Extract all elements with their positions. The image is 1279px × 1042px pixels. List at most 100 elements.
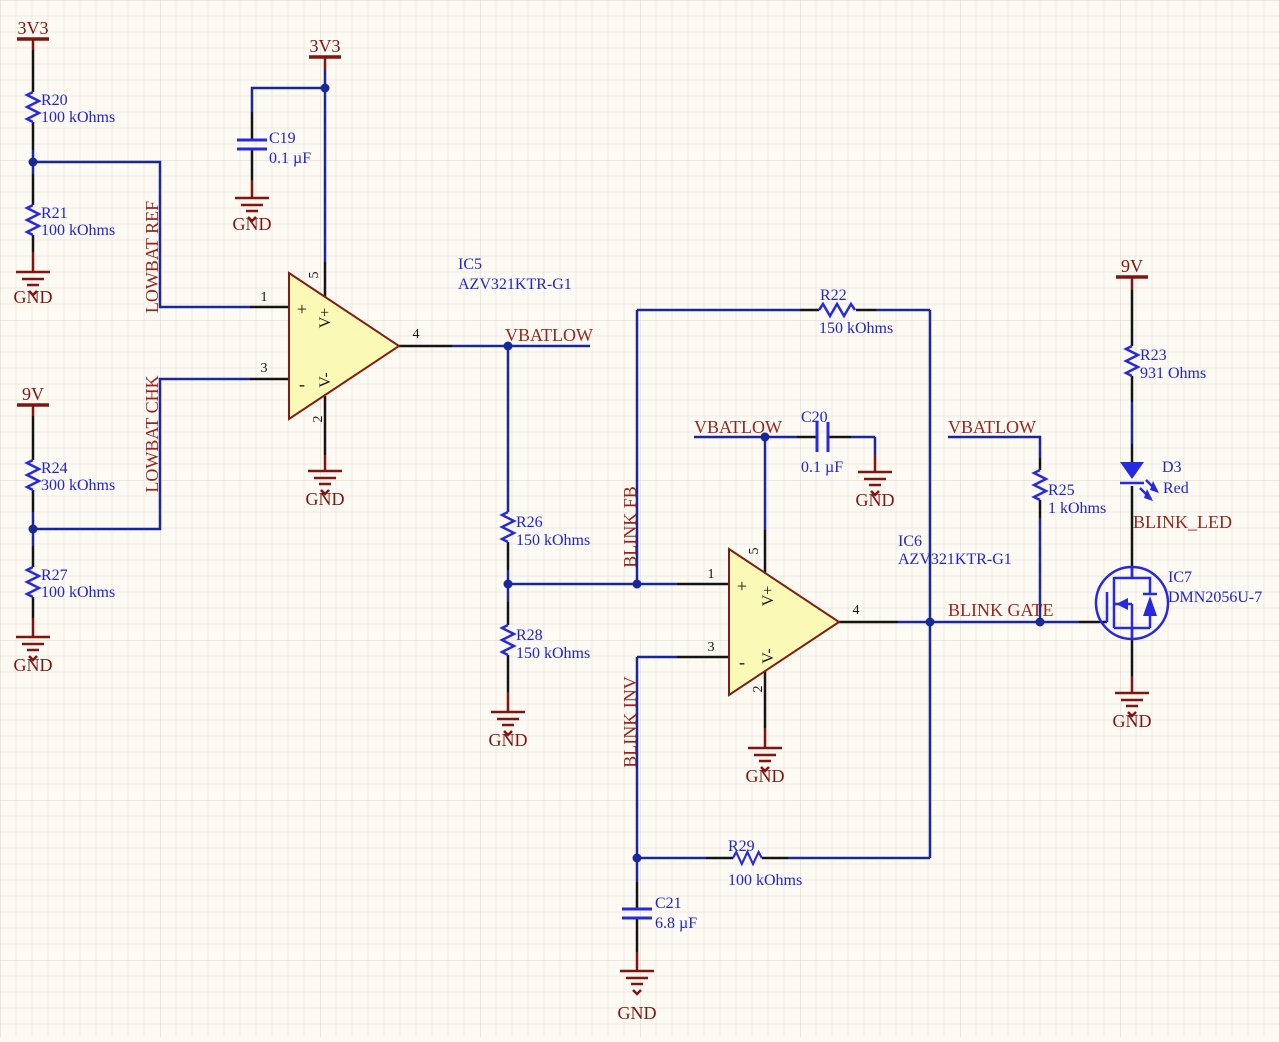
opamp-IC6[interactable]: 1 3 4 5 2 + - V+ V- IC6 AZV321KTR-G1 — [708, 533, 1012, 696]
gnd-label[interactable]: GND — [233, 214, 272, 234]
designator[interactable]: R24 — [41, 460, 68, 477]
resistor-R25[interactable]: R25 1 kOhms — [1032, 468, 1106, 517]
value[interactable]: 150 kOhms — [819, 320, 893, 337]
gnd-port-c19[interactable]: GND — [233, 180, 272, 234]
gnd-label[interactable]: GND — [746, 766, 785, 786]
net-label-blink-inv[interactable]: BLINK INV — [620, 676, 640, 768]
designator[interactable]: R26 — [516, 514, 543, 531]
noninverting-input-symbol: + — [297, 299, 307, 319]
designator[interactable]: R22 — [820, 287, 847, 304]
resistor-R24[interactable]: R24 300 kOhms — [25, 458, 115, 494]
designator[interactable]: R29 — [728, 838, 755, 855]
part-number[interactable]: AZV321KTR-G1 — [458, 276, 572, 293]
net-label-blink-fb[interactable]: BLINK FB — [620, 486, 640, 568]
value[interactable]: 100 kOhms — [41, 222, 115, 239]
value[interactable]: 100 kOhms — [41, 109, 115, 126]
gnd-port-ic5[interactable]: GND — [306, 455, 345, 509]
value[interactable]: 150 kOhms — [516, 645, 590, 662]
wire-lowbat-ref[interactable] — [33, 160, 250, 309]
value[interactable]: 100 kOhms — [41, 584, 115, 601]
gnd-port-r27[interactable]: GND — [14, 618, 53, 675]
value[interactable]: 150 kOhms — [516, 532, 590, 549]
net-label-blink-led[interactable]: BLINK_LED — [1133, 512, 1232, 532]
gnd-label[interactable]: GND — [618, 1003, 657, 1023]
resistor-R20[interactable]: R20 100 kOhms — [25, 90, 115, 126]
gnd-label[interactable]: GND — [14, 287, 53, 307]
pin-stubs — [31, 50, 1134, 952]
designator[interactable]: R27 — [41, 567, 68, 584]
value[interactable]: 100 kOhms — [728, 872, 802, 889]
designator[interactable]: C19 — [269, 130, 296, 147]
capacitor-C20[interactable]: C20 0.1 µF — [801, 409, 843, 476]
resistor-R26[interactable]: R26 150 kOhms — [500, 510, 590, 549]
net-label-lowbat-ref[interactable]: LOWBAT REF — [142, 201, 162, 313]
power-port-9v-right[interactable]: 9V — [1114, 256, 1150, 290]
resistor-R29[interactable]: R29 100 kOhms — [728, 838, 802, 889]
power-label[interactable]: 9V — [22, 384, 44, 404]
power-label[interactable]: 3V3 — [310, 36, 341, 56]
power-port-3v3-left[interactable]: 3V3 — [15, 18, 51, 50]
pin-number-1: 1 — [708, 567, 715, 582]
vminus-label: V- — [760, 648, 777, 663]
capacitor-C21[interactable]: C21 6.8 µF — [620, 895, 697, 932]
gnd-port-c20[interactable]: GND — [856, 455, 895, 510]
designator[interactable]: C21 — [655, 895, 682, 912]
resistor-R23[interactable]: R23 931 Ohms — [1124, 344, 1206, 382]
gnd-port-r21[interactable]: GND — [14, 252, 53, 307]
power-label[interactable]: 3V3 — [18, 18, 49, 38]
part-number[interactable]: AZV321KTR-G1 — [898, 551, 1012, 568]
value[interactable]: 300 kOhms — [41, 477, 115, 494]
mosfet-IC7[interactable]: IC7 DMN2056U-7 — [1094, 565, 1262, 641]
gnd-port-c21[interactable]: GND — [618, 952, 657, 1023]
net-label-vbatlow-2[interactable]: VBATLOW — [694, 417, 782, 437]
gnd-label[interactable]: GND — [306, 489, 345, 509]
junction-dot — [632, 853, 642, 863]
value[interactable]: 0.1 µF — [801, 459, 843, 476]
designator[interactable]: R28 — [516, 627, 543, 644]
designator[interactable]: R25 — [1048, 482, 1075, 499]
gnd-label[interactable]: GND — [1113, 711, 1152, 731]
part-number[interactable]: DMN2056U-7 — [1168, 589, 1262, 606]
net-label-lowbat-chk[interactable]: LOWBAT CHK — [142, 375, 162, 492]
value[interactable]: 931 Ohms — [1140, 365, 1206, 382]
net-label-blink-gate[interactable]: BLINK GATE — [948, 600, 1054, 620]
power-port-3v3-ic5[interactable]: 3V3 — [307, 36, 343, 70]
junction-dot — [503, 579, 513, 589]
gnd-label[interactable]: GND — [856, 490, 895, 510]
gnd-label[interactable]: GND — [489, 730, 528, 750]
power-label[interactable]: 9V — [1121, 256, 1143, 276]
net-label-vbatlow-3[interactable]: VBATLOW — [948, 417, 1036, 437]
resistor-R22[interactable]: R22 150 kOhms — [817, 287, 893, 337]
noninverting-input-symbol: + — [737, 576, 747, 596]
wire-lowbat-chk[interactable] — [33, 377, 250, 531]
designator[interactable]: IC5 — [458, 256, 482, 273]
value[interactable]: 1 kOhms — [1048, 500, 1106, 517]
value[interactable]: 6.8 µF — [655, 915, 697, 932]
led-D3[interactable]: D3 Red — [1120, 459, 1189, 501]
gnd-port-r28[interactable]: GND — [489, 692, 528, 750]
capacitor-C19[interactable]: C19 0.1 µF — [235, 130, 311, 167]
pin-number-2: 2 — [751, 686, 766, 693]
resistor-R27[interactable]: R27 100 kOhms — [25, 565, 115, 601]
designator[interactable]: R20 — [41, 92, 68, 109]
gnd-port-ic6[interactable]: GND — [746, 728, 785, 786]
opamp-IC5[interactable]: 1 3 4 5 2 + - V+ V- IC5 AZV321KTR-G1 — [261, 256, 572, 423]
value[interactable]: Red — [1163, 480, 1189, 497]
wire-vbatlow3-r25[interactable] — [948, 435, 1042, 458]
wire-3v3-to-c19[interactable] — [250, 86, 325, 112]
power-port-9v-left[interactable]: 9V — [15, 384, 51, 416]
net-label-vbatlow-1[interactable]: VBATLOW — [505, 325, 593, 345]
wires — [31, 70, 1134, 882]
gnd-port-ic7[interactable]: GND — [1113, 676, 1152, 731]
designator[interactable]: R21 — [41, 205, 68, 222]
designator[interactable]: IC6 — [898, 533, 922, 550]
resistor-R28[interactable]: R28 150 kOhms — [500, 623, 590, 662]
designator[interactable]: IC7 — [1168, 569, 1192, 586]
designator[interactable]: C20 — [801, 409, 828, 426]
designator[interactable]: D3 — [1162, 459, 1182, 476]
designator[interactable]: R23 — [1140, 347, 1167, 364]
value[interactable]: 0.1 µF — [269, 150, 311, 167]
pin-number-5: 5 — [307, 272, 322, 279]
resistor-R21[interactable]: R21 100 kOhms — [25, 203, 115, 239]
gnd-label[interactable]: GND — [14, 655, 53, 675]
